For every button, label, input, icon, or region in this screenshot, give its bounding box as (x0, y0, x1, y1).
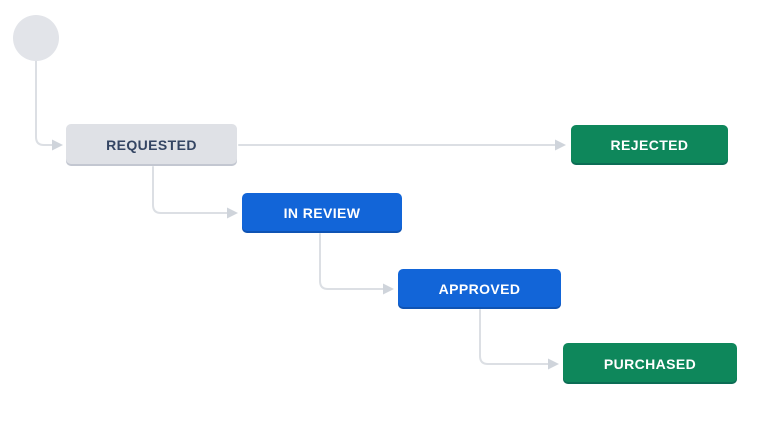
status-in-review[interactable]: IN REVIEW (242, 193, 402, 233)
transition-in-review-to-approved[interactable] (319, 233, 394, 295)
status-rejected[interactable]: REJECTED (571, 125, 728, 165)
arrowhead-icon (383, 283, 394, 295)
transition-line (319, 233, 384, 290)
start-node[interactable] (13, 15, 59, 61)
arrowhead-icon (555, 139, 566, 151)
arrowhead-icon (52, 139, 63, 151)
status-approved[interactable]: APPROVED (398, 269, 561, 309)
status-purchased-label: PURCHASED (603, 355, 697, 372)
status-approved-label: APPROVED (438, 281, 521, 297)
transition-line (152, 166, 228, 214)
status-requested-label: REQUESTED (106, 137, 197, 153)
transition-requested-to-in-review[interactable] (152, 166, 238, 219)
status-requested[interactable]: REQUESTED (66, 124, 237, 166)
transition-requested-to-rejected[interactable] (238, 139, 566, 151)
status-purchased[interactable]: PURCHASED (563, 343, 737, 384)
arrowhead-icon (227, 207, 238, 219)
transition-line (35, 60, 53, 146)
transition-start-to-requested[interactable] (35, 60, 63, 151)
arrowhead-icon (548, 358, 559, 370)
transition-line (479, 309, 549, 365)
status-rejected-label: REJECTED (610, 137, 689, 153)
transition-approved-to-purchased[interactable] (479, 309, 559, 370)
status-in-review-label: IN REVIEW (283, 205, 361, 221)
